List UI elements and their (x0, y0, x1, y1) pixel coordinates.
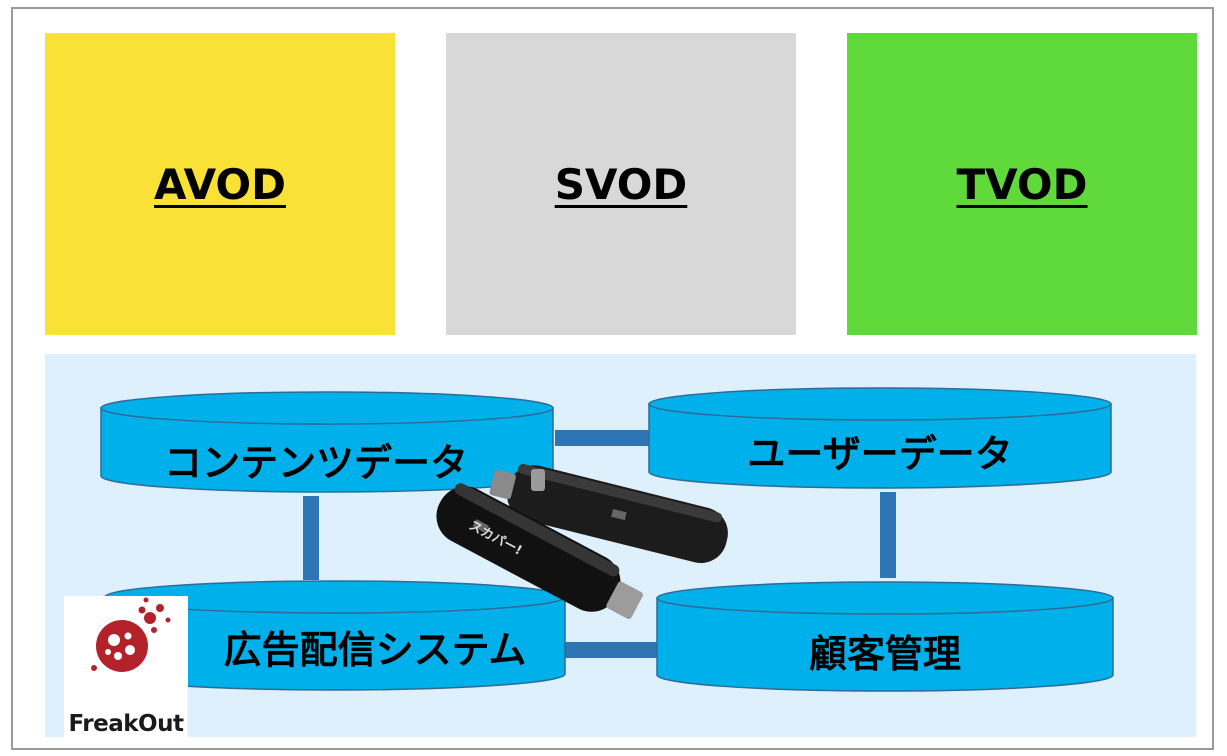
content-data-cylinder: コンテンツデータ (100, 391, 554, 493)
streaming-stick-image: スカパー! (436, 463, 728, 620)
freakout-mark-icon (91, 597, 171, 672)
avod-box: AVOD (45, 33, 395, 335)
ad-system-cylinder: 広告配信システム (104, 580, 566, 691)
svod-label: SVOD (554, 159, 688, 209)
connector-left (303, 496, 319, 580)
connector-right (880, 492, 896, 578)
freakout-logo-text: FreakOut (68, 711, 184, 737)
svod-box: SVOD (446, 33, 796, 335)
user-data-label: ユーザーデータ (747, 432, 1012, 476)
user-data-cylinder: ユーザーデータ (648, 387, 1112, 489)
connector-bottom (565, 642, 658, 658)
freakout-logo: FreakOut (64, 596, 188, 739)
tvod-box: TVOD (847, 33, 1197, 335)
avod-label: AVOD (154, 159, 286, 209)
connector-top (555, 430, 650, 446)
customer-cylinder: 顧客管理 (656, 581, 1114, 692)
customer-label: 顧客管理 (809, 632, 961, 676)
content-data-label: コンテンツデータ (164, 441, 468, 485)
ad-system-label: 広告配信システム (224, 628, 527, 672)
tvod-label: TVOD (956, 159, 1088, 209)
